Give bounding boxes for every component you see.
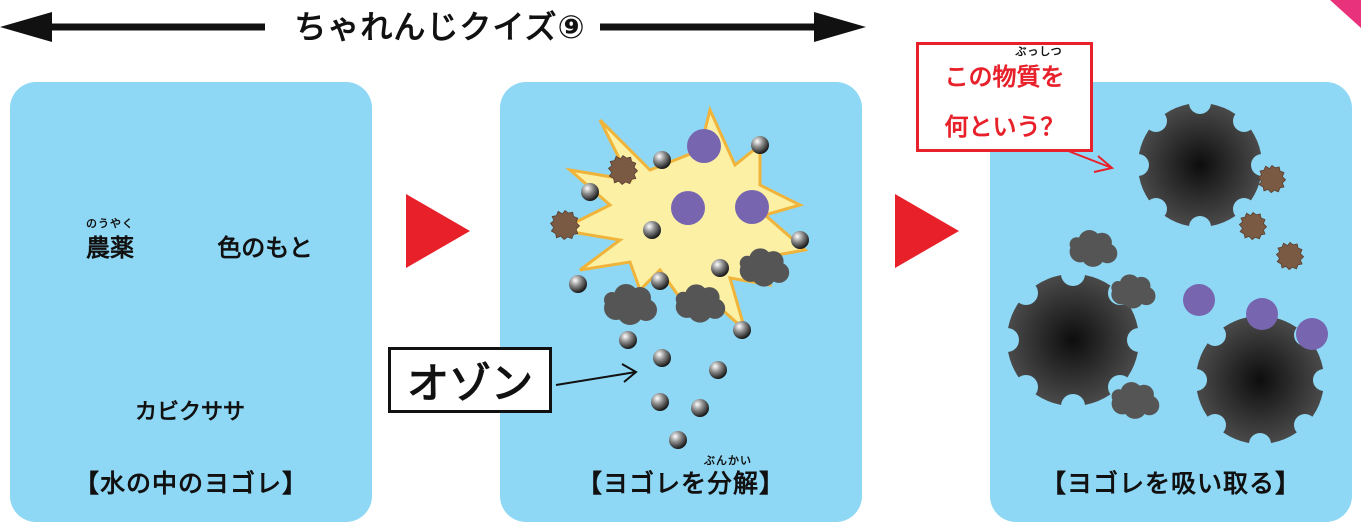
ozone-molecules bbox=[569, 136, 809, 449]
ozone-pointer bbox=[555, 363, 638, 386]
mold-label: カビクササ bbox=[134, 400, 245, 425]
adsorbed-particles bbox=[1069, 164, 1328, 419]
panel-1-caption: 【水の中のヨゴレ】 bbox=[73, 469, 308, 498]
pesticide-label: 農薬 bbox=[86, 234, 134, 262]
page-title: ちゃれんじクイズ⑨ bbox=[294, 8, 586, 46]
decompose-ruby: ぶんかい bbox=[704, 454, 752, 467]
panel-1: 【水の中のヨゴレ】 bbox=[10, 82, 372, 522]
step-arrow-1 bbox=[406, 194, 470, 268]
title-arrow bbox=[0, 12, 866, 42]
dye-label: 色のもと bbox=[217, 234, 313, 262]
question-line-1: この物質を bbox=[944, 63, 1065, 91]
question-line-2: 何という？ bbox=[944, 113, 1065, 141]
corner-tab bbox=[1330, 0, 1361, 28]
adsorbent-particles bbox=[995, 92, 1335, 455]
pesticide-ruby: のうやく bbox=[86, 217, 134, 230]
question-box: ぶっしつ この物質を 何という？ bbox=[916, 42, 1093, 152]
substance-ruby: ぶっしつ bbox=[1015, 45, 1063, 58]
panel2-particles bbox=[550, 129, 790, 325]
step-arrow-2 bbox=[895, 194, 959, 268]
ozone-label: オゾン bbox=[388, 347, 552, 413]
